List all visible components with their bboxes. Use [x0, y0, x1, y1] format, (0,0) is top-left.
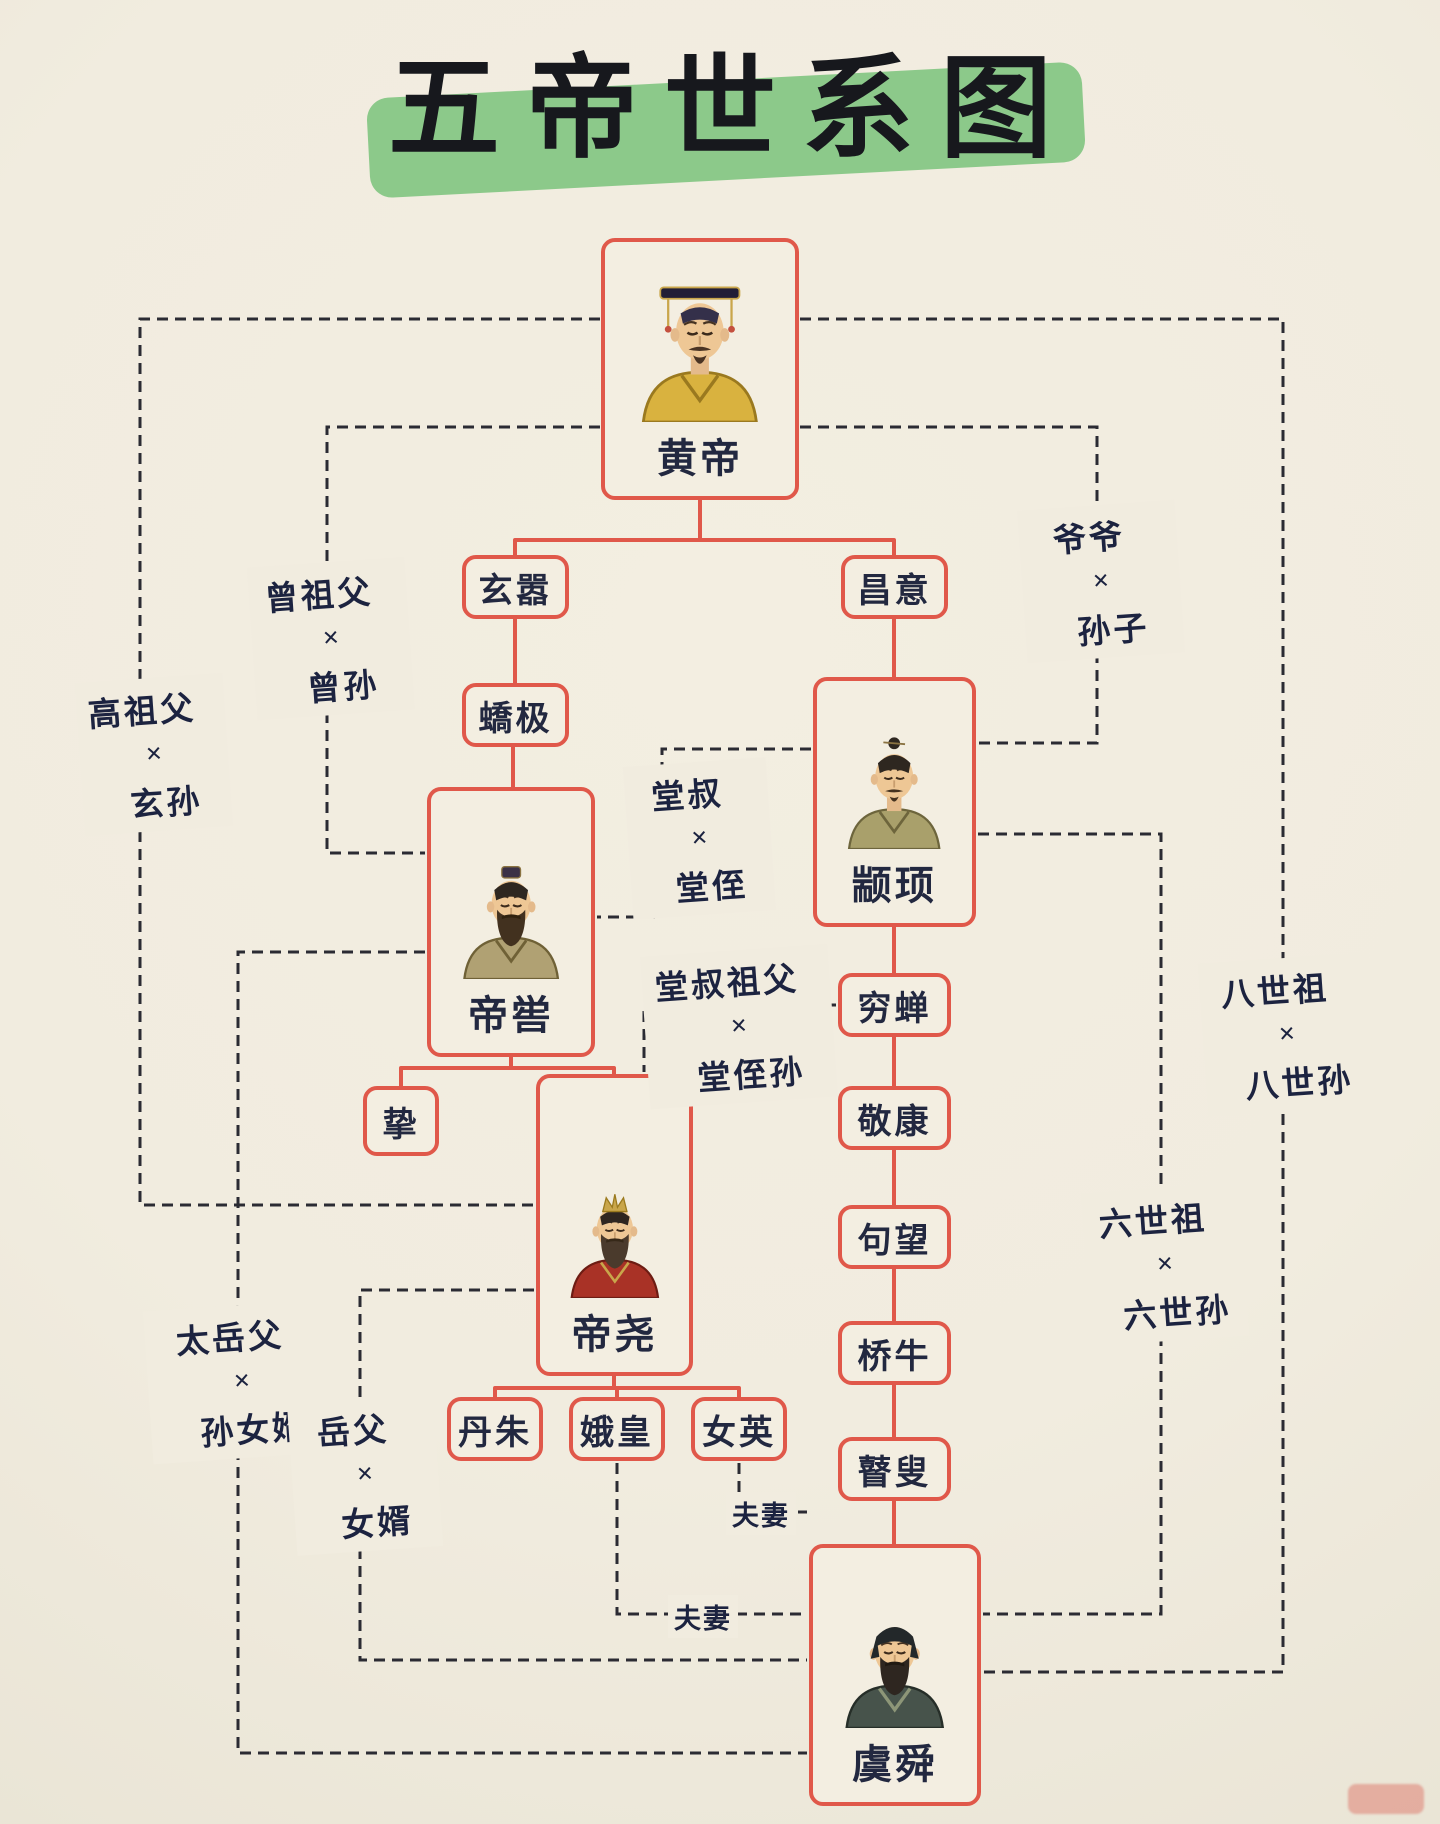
relation-text: 六世祖 — [1097, 1201, 1209, 1245]
cross-mark: × — [1155, 1247, 1175, 1281]
node-yushun: 虞舜 — [809, 1544, 981, 1806]
node-label-qiaoniu: 桥牛 — [857, 1338, 932, 1376]
cross-mark: × — [1091, 564, 1111, 598]
relation-text: 太岳父 — [174, 1318, 286, 1362]
cross-mark: × — [690, 821, 709, 855]
diku-portrait-image — [463, 866, 559, 979]
huangdi-portrait-image — [642, 286, 758, 422]
node-danzhu: 丹朱 — [447, 1397, 543, 1461]
node-diyao: 帝尧 — [536, 1074, 693, 1376]
relation-text: 爷爷 — [1051, 519, 1127, 561]
node-xuanxiao: 玄嚣 — [462, 555, 569, 619]
lineage-lines — [399, 498, 896, 1548]
relation-text: 孙子 — [1076, 610, 1151, 652]
zhuanxu-portrait-image — [848, 737, 941, 849]
relation-text: 曾孙 — [306, 667, 381, 709]
node-gusou: 瞽叟 — [838, 1437, 951, 1501]
node-qiongchan: 穷蝉 — [838, 973, 951, 1037]
node-diku: 帝喾 — [427, 787, 595, 1057]
edge-huangdi-children — [513, 498, 896, 559]
node-label-jiaoji: 蟜极 — [478, 700, 553, 738]
relation-text: 高祖父 — [86, 691, 198, 735]
node-jiaoji: 蟜极 — [462, 683, 569, 747]
yushun-portrait-image — [845, 1626, 945, 1728]
zhuanxu-portrait — [840, 691, 948, 849]
relation-text: 八世祖 — [1219, 971, 1331, 1015]
node-label-xuanxiao: 玄嚣 — [478, 572, 553, 610]
node-juwang: 句望 — [838, 1205, 951, 1269]
relation-label-gaozufu: 高祖父 × 玄孙 — [74, 673, 234, 836]
node-label-jingkang: 敬康 — [857, 1103, 932, 1141]
cross-mark: × — [355, 1457, 375, 1491]
relation-text: 玄孙 — [129, 783, 204, 825]
node-label-diku: 帝喾 — [468, 993, 554, 1038]
node-label-zhi: 挚 — [382, 1106, 420, 1144]
relation-label-tangshuzufu: 堂叔祖父 × 堂侄孙 — [639, 943, 839, 1110]
relation-text: 女婿 — [340, 1503, 415, 1545]
node-huangdi: 黄帝 — [601, 238, 799, 500]
relation-text: 堂叔祖父 — [653, 961, 801, 1008]
node-jingkang: 敬康 — [838, 1086, 951, 1150]
node-label-gusou: 瞽叟 — [857, 1454, 932, 1492]
relation-text: 堂侄孙 — [696, 1054, 807, 1098]
relation-line-fuqi-ehuang — [615, 1463, 807, 1616]
node-label-changyi: 昌意 — [857, 572, 932, 610]
node-label-yushun: 虞舜 — [852, 1742, 938, 1787]
node-label-ehuang: 娥皇 — [580, 1414, 654, 1452]
diyao-portrait-image — [570, 1194, 659, 1298]
watermark-badge — [1348, 1784, 1424, 1814]
diku-portrait — [455, 801, 567, 979]
yushun-portrait — [837, 1558, 952, 1728]
cross-mark: × — [729, 1009, 749, 1043]
cross-mark: × — [321, 621, 341, 655]
cross-mark: × — [144, 737, 164, 771]
cross-mark: × — [232, 1364, 252, 1398]
huangdi-portrait — [632, 252, 768, 422]
relation-line-liushizu — [978, 832, 1163, 1616]
relation-text: 六世孙 — [1122, 1292, 1233, 1336]
node-label-zhuanxu: 颛顼 — [851, 863, 938, 908]
node-label-diyao: 帝尧 — [571, 1312, 658, 1357]
relation-text: 岳父 — [315, 1412, 391, 1454]
relation-label-zengzufu: 曾祖父 × 曾孙 — [246, 556, 416, 721]
relation-label-yuefu: 岳父 × 女婿 — [286, 1393, 444, 1556]
relation-label-fuqi-nuying: 夫妻 — [726, 1492, 796, 1535]
diyao-portrait — [563, 1088, 667, 1298]
edge-diku-children — [399, 1054, 616, 1090]
node-label-huangdi: 黄帝 — [657, 436, 743, 481]
relation-label-tangshu: 堂叔 × 堂侄 — [622, 757, 777, 920]
relation-line-tangshu — [597, 747, 811, 919]
relation-label-bashizu: 八世祖 × 八世孙 — [1197, 952, 1377, 1117]
relation-text: 八世孙 — [1244, 1062, 1355, 1106]
relation-line-taiyuefu — [236, 950, 807, 1755]
node-qiaoniu: 桥牛 — [838, 1321, 951, 1385]
relation-text: 堂叔 — [650, 776, 725, 818]
node-label-danzhu: 丹朱 — [458, 1414, 532, 1452]
node-label-juwang: 句望 — [857, 1222, 932, 1260]
node-zhi: 挚 — [363, 1086, 439, 1156]
edge-diyao-children — [493, 1373, 741, 1401]
node-zhuanxu: 颛顼 — [813, 677, 976, 927]
cross-mark: × — [1277, 1017, 1297, 1051]
node-label-nuying: 女英 — [702, 1414, 776, 1452]
node-nuying: 女英 — [691, 1397, 787, 1461]
relation-label-fuqi-ehuang: 夫妻 — [668, 1595, 738, 1638]
relation-text: 堂侄 — [674, 867, 750, 909]
node-label-qiongchan: 穷蝉 — [857, 990, 932, 1028]
relation-label-liushizu: 六世祖 × 六世孙 — [1080, 1182, 1250, 1347]
relation-text: 曾祖父 — [263, 575, 375, 619]
node-changyi: 昌意 — [841, 555, 948, 619]
page-title: 五帝世系图 — [388, 48, 1078, 172]
node-ehuang: 娥皇 — [569, 1397, 665, 1461]
relation-label-yeye: 爷爷 × 孙子 — [1016, 499, 1186, 664]
